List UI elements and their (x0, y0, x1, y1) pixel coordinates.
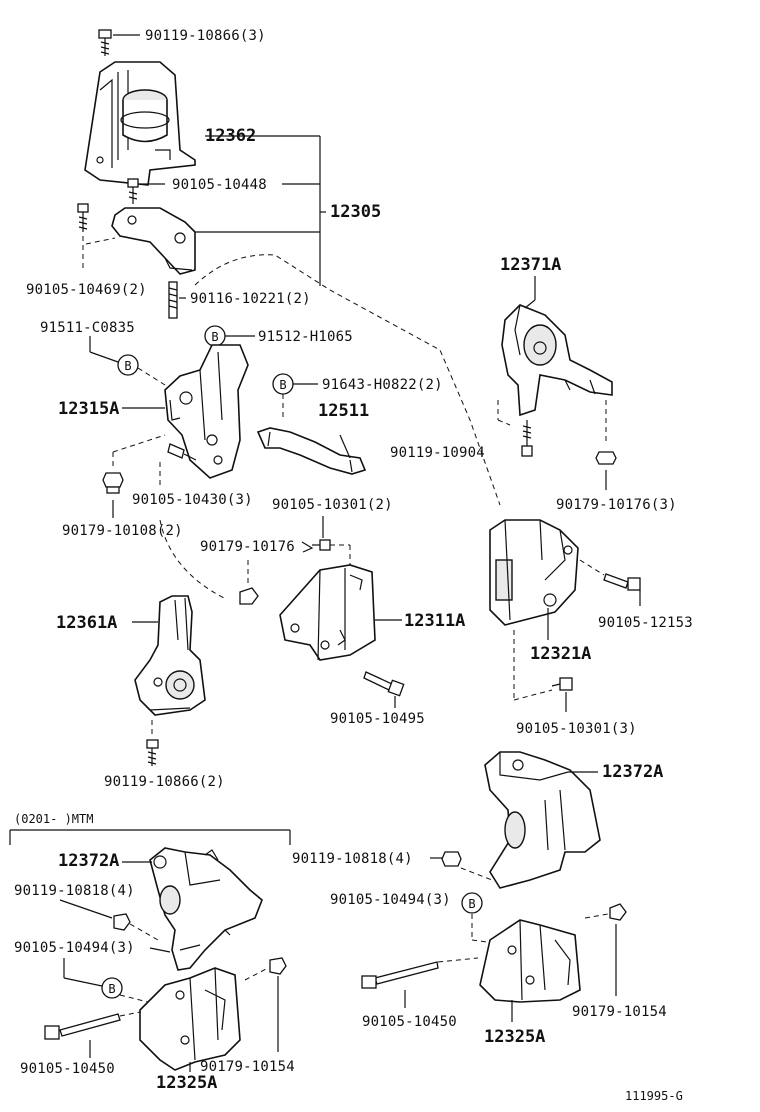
inset-frame (9, 829, 291, 845)
nut-90179-10108 (102, 472, 124, 494)
callout-b-91511: B (117, 354, 139, 376)
callout-b-right: B (461, 892, 483, 914)
bolt-90105-10448 (127, 178, 139, 204)
label-12311a: 12311A (404, 611, 465, 631)
part-12305-bracket (111, 207, 196, 275)
label-12511: 12511 (318, 401, 369, 421)
label-90105-10301-2: 90105-10301(2) (272, 497, 393, 513)
label-90179-10176: 90179-10176 (200, 539, 295, 555)
label-12315a: 12315A (58, 399, 119, 419)
label-90105-12153: 90105-12153 (598, 615, 693, 631)
label-90105-10469-2: 90105-10469(2) (26, 282, 147, 298)
label-12371a: 12371A (500, 255, 561, 275)
nut-90179-10176-a (239, 587, 259, 605)
label-12362: 12362 (205, 126, 256, 146)
label-12325a-right: 12325A (484, 1027, 545, 1047)
bolt-90119-10866-bottom (146, 739, 159, 766)
label-91512-h1065: 91512-H1065 (258, 329, 353, 345)
label-90105-10450-left: 90105-10450 (20, 1061, 115, 1077)
bolt-90119-10904 (521, 420, 533, 457)
callout-b-91643: B (272, 373, 294, 395)
bolt-90105-12153 (603, 573, 641, 591)
bolt-90105-10450-left (44, 1013, 121, 1040)
label-12325a-left: 12325A (156, 1073, 217, 1093)
bolt-90119-10866-top (98, 29, 112, 56)
callout-b-91512: B (204, 325, 226, 347)
bolt-90105-10430 (167, 443, 197, 461)
figure-id: 111995-G (625, 1089, 683, 1103)
label-90119-10866-3: 90119-10866(3) (145, 28, 266, 44)
inset-note: (0201- )MTM (14, 812, 93, 826)
svg-text:B: B (211, 330, 218, 344)
label-90179-10108-2: 90179-10108(2) (62, 523, 183, 539)
svg-text:B: B (108, 982, 115, 996)
nut-90119-10818-right (441, 851, 462, 867)
label-91643-h0822-2: 91643-H0822(2) (322, 377, 443, 393)
bolt-90105-10450-right (361, 961, 439, 989)
label-90105-10430-3: 90105-10430(3) (132, 492, 253, 508)
label-12372a-right: 12372A (602, 762, 663, 782)
label-12361a: 12361A (56, 613, 117, 633)
label-91511-c0835: 91511-C0835 (40, 320, 135, 336)
part-12362 (84, 61, 196, 186)
svg-text:B: B (124, 359, 131, 373)
part-12371A (501, 304, 613, 417)
label-90179-10176-3: 90179-10176(3) (556, 497, 677, 513)
bolt-90105-10495 (363, 671, 405, 697)
label-90119-10866-2: 90119-10866(2) (104, 774, 225, 790)
label-90105-10495: 90105-10495 (330, 711, 425, 727)
nut-90179-10154-left (269, 957, 287, 975)
label-90119-10904: 90119-10904 (390, 445, 485, 461)
part-12372A-left (149, 847, 263, 971)
label-90105-10494-3-right: 90105-10494(3) (330, 892, 451, 908)
label-90179-10154-right: 90179-10154 (572, 1004, 667, 1020)
part-12315A (164, 344, 249, 479)
nut-90179-10154-right (609, 903, 627, 921)
part-12361A (134, 595, 206, 716)
part-12325A-right (479, 919, 581, 1003)
stud-90116-10221 (168, 281, 178, 319)
nut-90119-10818-left (113, 913, 131, 931)
callout-b-left: B (101, 977, 123, 999)
label-90105-10301-3: 90105-10301(3) (516, 721, 637, 737)
label-90119-10818-4-right: 90119-10818(4) (292, 851, 413, 867)
label-12321a: 12321A (530, 644, 591, 664)
label-90105-10494-3-left: 90105-10494(3) (14, 940, 135, 956)
label-90116-10221-2: 90116-10221(2) (190, 291, 311, 307)
label-90105-10448: 90105-10448 (172, 177, 267, 193)
part-12325A-left (139, 967, 241, 1071)
label-12372a-left: 12372A (58, 851, 119, 871)
svg-text:B: B (468, 897, 475, 911)
bolt-90105-10301-b (551, 677, 573, 691)
label-90105-10450-right: 90105-10450 (362, 1014, 457, 1030)
part-12321A (489, 519, 579, 626)
nut-90179-10176-b (595, 451, 617, 465)
part-12311A (279, 564, 376, 661)
label-90179-10154-left: 90179-10154 (200, 1059, 295, 1075)
part-12511 (256, 427, 367, 475)
part-12372A-right (484, 751, 601, 889)
label-12305: 12305 (330, 202, 381, 222)
bolt-90105-10301-a (301, 539, 331, 553)
label-90119-10818-4-left: 90119-10818(4) (14, 883, 135, 899)
svg-text:B: B (279, 378, 286, 392)
bolt-90105-10469-a (77, 203, 89, 232)
